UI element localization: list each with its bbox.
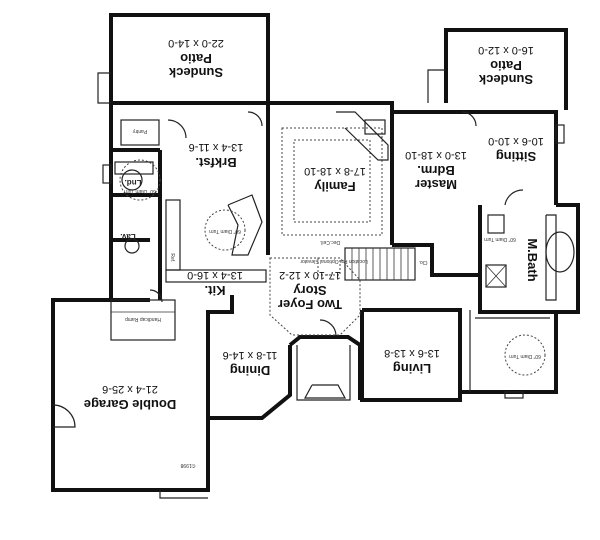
washer (121, 169, 143, 191)
mbath-shower (485, 264, 507, 288)
fireplace (336, 111, 389, 161)
turn-note-master: 60" Diam Turn (484, 236, 516, 242)
sitting-window (555, 124, 565, 144)
lav-name: Lav. (120, 232, 135, 241)
kit-dims: 13-4 x 16-0 (187, 269, 243, 281)
dec-ceil-label: Dec.Ceil. (320, 239, 340, 245)
turn-note-bath: 60" Diam Turn (509, 353, 541, 359)
entry-steps (303, 384, 347, 399)
lav-toilet (124, 238, 140, 254)
bath-turn-circle (504, 334, 546, 376)
ramp (110, 299, 176, 341)
laundry-turn-circle (119, 159, 161, 201)
master-name2: Bdrm. (417, 163, 455, 178)
elevator-note: Location For Optional Elevator (300, 258, 368, 264)
mbath-tub-basin (545, 231, 575, 273)
family-dims: 17-8 x 18-10 (304, 165, 366, 177)
sundeck-left-name2: Patio (180, 51, 212, 66)
house-right-wall (360, 203, 580, 402)
bath-window (504, 391, 524, 399)
kitchen-turn-circle (204, 209, 246, 251)
dining-dims: 11-8 x 14-6 (223, 349, 278, 361)
foyer-name: Two Foyer (278, 297, 342, 312)
foyer-dotted (269, 257, 361, 336)
clo-label: Clo. (419, 259, 428, 265)
living-name: Living (393, 361, 431, 376)
sundeck-left-wall (109, 13, 270, 103)
garage-inner-door (149, 289, 163, 303)
sundeck-left-step (97, 72, 111, 104)
mbath-tub (545, 214, 557, 301)
kitchen-island (227, 194, 263, 256)
pantry-door (167, 119, 187, 139)
living-dims: 13-6 x 13-8 (384, 347, 440, 359)
turn-note-kitchen: 60" Diam Turn (209, 228, 241, 234)
pantry-name: Pantry (132, 128, 147, 134)
closet-door-swing (504, 189, 524, 206)
turn-note-laundry: 60" Diam Turn (124, 188, 156, 194)
garage-name: Double Garage (84, 397, 176, 412)
entry-door (319, 319, 337, 337)
foyer-name2: Story (293, 283, 327, 298)
master-dims: 13-0 x 18-10 (405, 149, 467, 161)
sitting-dims: 10-6 x 10-0 (488, 135, 544, 147)
kit-name: Kit. (205, 283, 226, 298)
entry-porch (296, 345, 351, 401)
family-name: Family (314, 179, 356, 194)
entry-wall (288, 335, 362, 400)
lnd-name: Lnd. (125, 178, 142, 187)
master-name: Master (415, 177, 457, 192)
sitting-name: Sitting (496, 149, 536, 164)
sundeck-right-name: Sundeck (478, 72, 533, 87)
brkfst-door (247, 111, 263, 127)
mbath-name: M.Bath (525, 238, 540, 281)
sundeck-right-name2: Patio (490, 58, 522, 73)
foyer-dims: 17-10 x 12-2 (279, 269, 341, 281)
sundeck-right-wall (444, 28, 568, 110)
mbath-wall (478, 205, 556, 314)
master-closet (487, 214, 505, 234)
sitting-door (461, 111, 477, 127)
sundeck-right-step (427, 69, 446, 103)
stair-treads (351, 248, 409, 280)
side-window (102, 164, 112, 184)
brkfst-dims: 13-4 x 11-6 (189, 141, 244, 153)
chimney (364, 119, 386, 135)
master-lower-wall (392, 243, 480, 277)
living-wall (362, 308, 462, 392)
laundry-counter (114, 161, 154, 175)
brkfst-name: Brkfst. (195, 155, 236, 170)
garage-step (159, 490, 208, 499)
copyright: ©1998 (180, 462, 195, 469)
garage-door-swing (52, 404, 76, 428)
garage-dims: 21-4 x 25-6 (102, 383, 158, 395)
family-dec-ceiling-inner (293, 139, 371, 223)
pantry-box (120, 119, 160, 146)
kitchen-counter-bottom (165, 269, 267, 283)
ramp-label: Handicap Ramp (125, 316, 161, 322)
sundeck-left-dims: 22-0 x 14-0 (168, 37, 224, 49)
ref-label: Ref. (169, 253, 175, 262)
shower-x2 (485, 264, 507, 288)
sundeck-left-name: Sundeck (168, 65, 223, 80)
sundeck-right-dims: 16-0 x 12-0 (478, 44, 534, 56)
dining-name: Dining (230, 363, 270, 378)
dining-wall (206, 312, 292, 420)
garage-wall (51, 295, 234, 492)
